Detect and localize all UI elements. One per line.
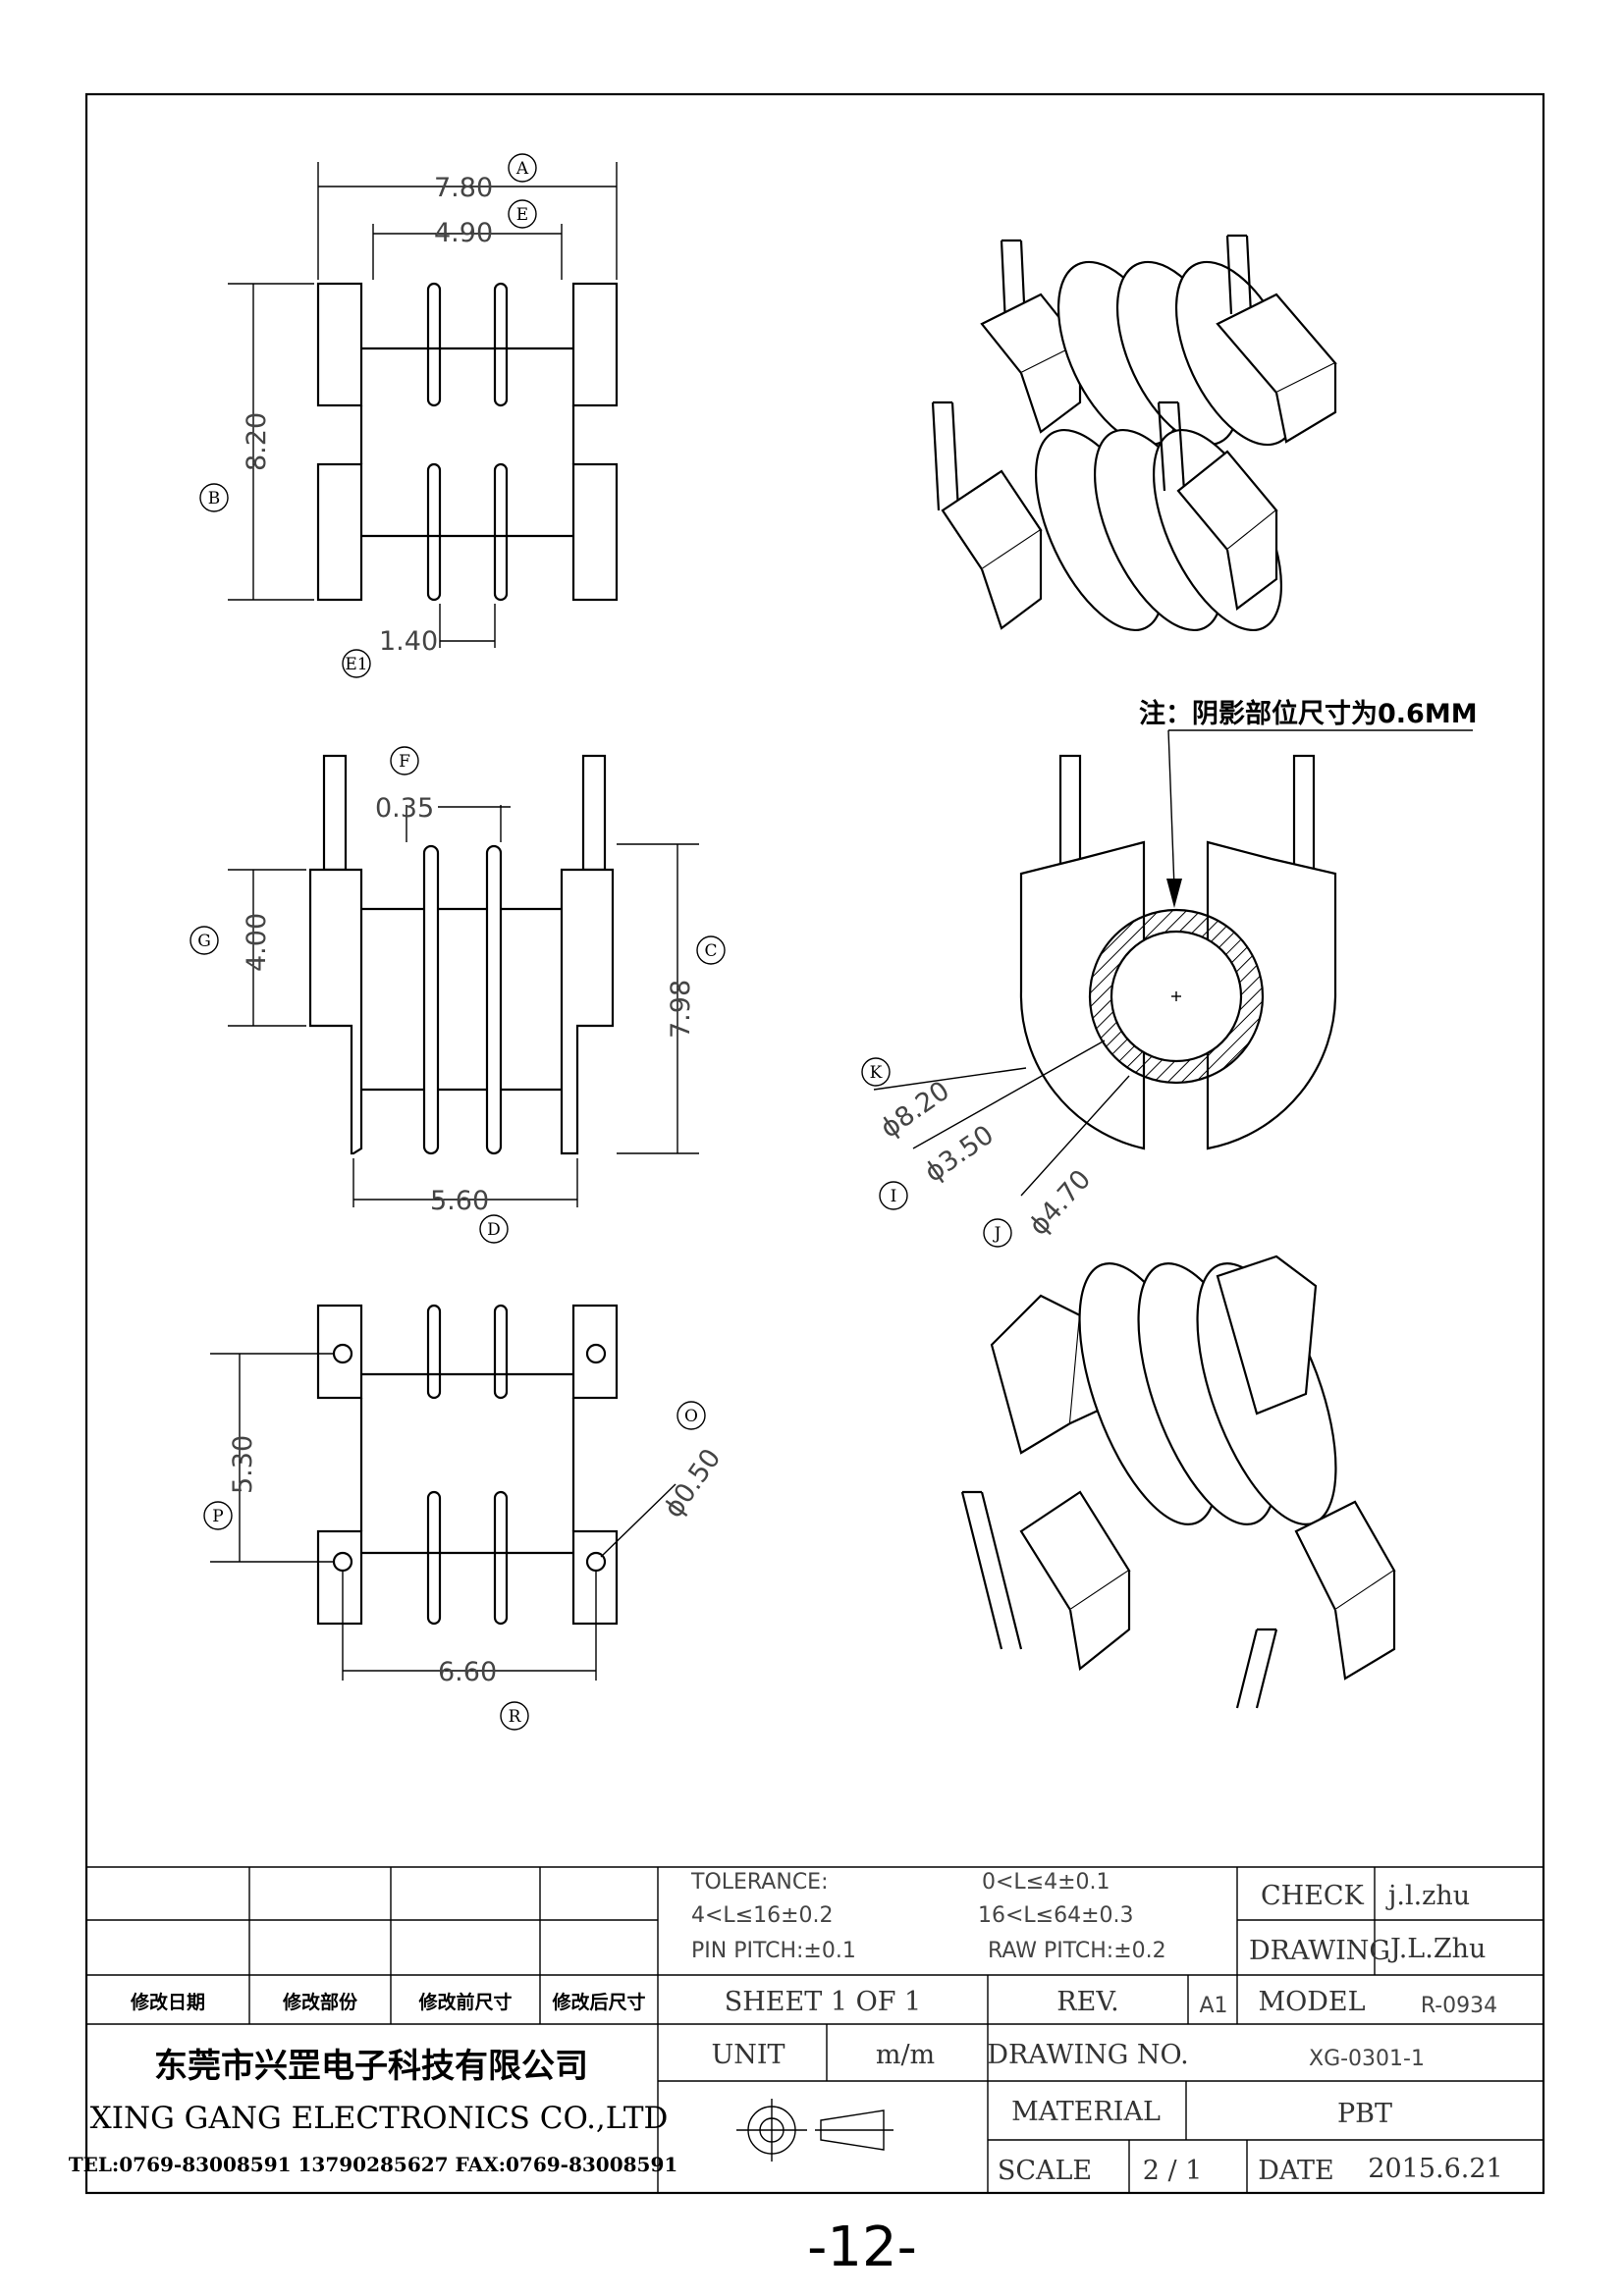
drawing-no-value: XG-0301-1 — [1309, 2047, 1425, 2071]
dim-D-value: 5.60 — [430, 1186, 489, 1216]
rev-value: A1 — [1199, 1994, 1227, 2018]
rev-header-after: 修改后尺寸 — [551, 1991, 645, 2013]
company-cn: 东莞市兴罡电子科技有限公司 — [154, 2047, 588, 2086]
page-number: -12- — [807, 2216, 917, 2279]
bottom-view — [210, 1304, 677, 1681]
unit-label: UNIT — [711, 2040, 785, 2070]
dim-E1-value: 1.40 — [379, 626, 438, 657]
rev-header-part: 修改部份 — [282, 1991, 358, 2013]
drawing-no-label: DRAWING NO. — [987, 2040, 1188, 2070]
date-value: 2015.6.21 — [1368, 2154, 1502, 2184]
model-label: MODEL — [1258, 1987, 1365, 2017]
dim-D-label: D — [487, 1220, 501, 1240]
front-view — [228, 754, 699, 1207]
tolerance-label: TOLERANCE: — [690, 1870, 829, 1895]
scale-value: 2 / 1 — [1143, 2156, 1203, 2186]
check-label: CHECK — [1261, 1881, 1365, 1911]
shading-note: 注：阴影部位尺寸为0.6MM — [1139, 698, 1478, 729]
rev-label: REV. — [1056, 1987, 1118, 2017]
dim-B-label: B — [208, 489, 221, 508]
drawing-value: J.L.Zhu — [1387, 1934, 1486, 1964]
tolerance-5: RAW PITCH:±0.2 — [988, 1939, 1166, 1963]
dim-E1-label: E1 — [345, 655, 367, 674]
side-section-view — [873, 729, 1473, 1197]
model-value: R-0934 — [1421, 1994, 1497, 2018]
dim-C-label: C — [704, 941, 717, 961]
dimension-labels — [189, 153, 1012, 1731]
dim-R-value: 6.60 — [438, 1657, 497, 1687]
dim-K-value: ϕ8.20 — [875, 1076, 955, 1145]
dim-F-label: F — [399, 752, 410, 772]
rev-header-date: 修改日期 — [130, 1991, 205, 2013]
dim-R-label: R — [509, 1707, 522, 1727]
company-tel: TEL:0769-83008591 13790285627 FAX:0769-8… — [69, 2153, 678, 2176]
isometric-view-bottom — [960, 1255, 1396, 1709]
dim-A-label: A — [515, 159, 529, 179]
tolerance-4: PIN PITCH:±0.1 — [691, 1939, 856, 1963]
date-label: DATE — [1258, 2156, 1333, 2186]
tolerance-3: 16<L≤64±0.3 — [978, 1903, 1134, 1928]
dim-G-value: 4.00 — [242, 913, 272, 972]
tolerance-1: 0<L≤4±0.1 — [982, 1870, 1110, 1895]
unit-value: m/m — [876, 2040, 935, 2070]
check-value: j.l.zhu — [1385, 1881, 1470, 1911]
isometric-view-top — [931, 234, 1337, 632]
dim-E-value: 4.90 — [434, 218, 493, 248]
rev-header-before: 修改前尺寸 — [417, 1991, 512, 2013]
material-label: MATERIAL — [1011, 2097, 1161, 2127]
dim-I-value: ϕ3.50 — [919, 1120, 1000, 1189]
dim-F-value: 0.35 — [375, 793, 434, 824]
dim-P-label: P — [212, 1507, 223, 1526]
dim-O-value: ϕ0.50 — [658, 1443, 727, 1523]
dim-E-label: E — [516, 205, 528, 225]
tolerance-2: 4<L≤16±0.2 — [691, 1903, 834, 1928]
material-value: PBT — [1337, 2099, 1392, 2129]
top-view — [228, 162, 619, 648]
drawing-border — [84, 92, 1545, 2195]
dim-C-value: 7.98 — [666, 980, 696, 1039]
dim-J-label: J — [993, 1224, 1001, 1244]
dim-G-label: G — [197, 932, 211, 951]
dim-J-value: ϕ4.70 — [1023, 1164, 1097, 1242]
scale-label: SCALE — [998, 2156, 1092, 2186]
company-en: XING GANG ELECTRONICS CO.,LTD — [90, 2101, 669, 2136]
drawing-label: DRAWING — [1249, 1936, 1390, 1966]
dim-O-label: O — [684, 1407, 698, 1426]
dim-K-label: K — [870, 1063, 883, 1083]
sheet-text: SHEET 1 OF 1 — [725, 1987, 921, 2017]
dim-P-value: 5.30 — [228, 1435, 258, 1494]
dim-B-value: 8.20 — [242, 412, 272, 471]
dim-A-value: 7.80 — [434, 173, 493, 203]
title-block — [86, 1866, 1543, 2193]
dim-I-label: I — [891, 1187, 897, 1206]
